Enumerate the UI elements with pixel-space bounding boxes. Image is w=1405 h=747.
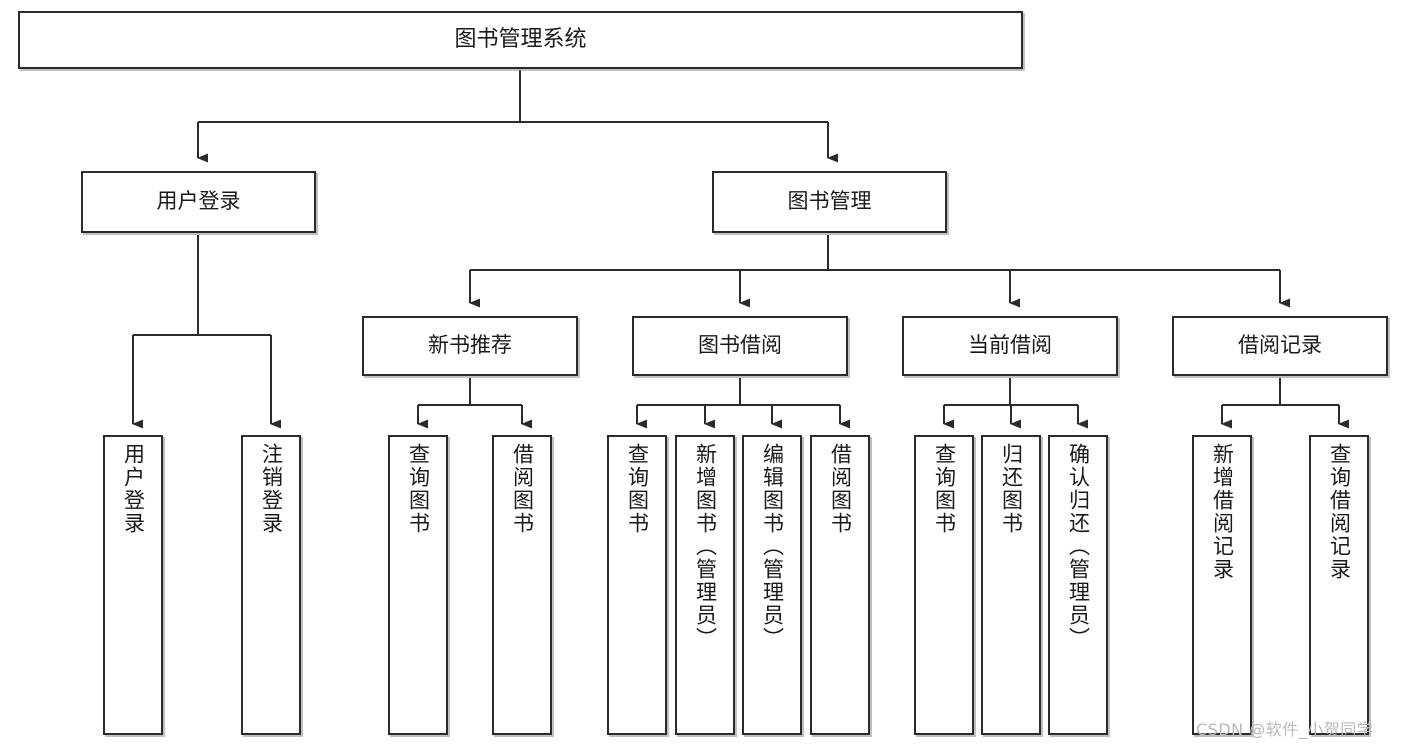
node-label: 图书借阅 [698,333,782,358]
node-user-login[interactable]: 用户登录 [81,171,316,233]
node-borrow-record[interactable]: 借阅记录 [1172,316,1388,376]
node-leaf-new-book-borrow[interactable]: 借阅图书 [492,435,552,735]
node-label: 用户登录 [121,443,146,535]
node-label: 新增借阅记录 [1210,443,1235,581]
node-new-book-recommend[interactable]: 新书推荐 [362,316,578,376]
node-label: 查询图书 [625,443,650,535]
node-leaf-current-borrow-confirm-return[interactable]: 确认归还（管理员） [1048,435,1108,735]
node-label: 借阅图书 [828,443,853,535]
node-book-management[interactable]: 图书管理 [712,171,947,233]
node-leaf-borrow-record-query[interactable]: 查询借阅记录 [1309,435,1369,735]
node-label: 查询图书 [932,443,957,535]
node-leaf-book-borrow-edit[interactable]: 编辑图书（管理员） [742,435,802,735]
node-label: 查询借阅记录 [1327,443,1352,581]
node-root-book-management-system[interactable]: 图书管理系统 [18,11,1023,69]
node-leaf-current-borrow-return[interactable]: 归还图书 [981,435,1041,735]
csdn-watermark: CSDN @软件_小贺同学 [1196,716,1373,740]
node-label: 图书管理 [787,189,872,214]
node-label: 图书管理系统 [454,26,587,52]
node-label: 确认归还（管理员） [1066,443,1091,650]
node-leaf-book-borrow-add[interactable]: 新增图书（管理员） [675,435,735,735]
node-label: 查询图书 [406,443,431,535]
node-label: 用户登录 [156,189,241,214]
node-current-borrow[interactable]: 当前借阅 [902,316,1118,376]
node-leaf-user-login-login[interactable]: 用户登录 [103,435,163,735]
node-leaf-borrow-record-add[interactable]: 新增借阅记录 [1192,435,1252,735]
node-leaf-user-login-logout[interactable]: 注销登录 [241,435,301,735]
node-label: 新书推荐 [428,333,512,358]
node-label: 借阅图书 [510,443,535,535]
node-label: 编辑图书（管理员） [760,443,785,650]
node-label: 借阅记录 [1238,333,1322,358]
node-leaf-book-borrow-borrow[interactable]: 借阅图书 [810,435,870,735]
watermark-text: CSDN @软件_小贺同学 [1196,720,1374,739]
node-leaf-current-borrow-query[interactable]: 查询图书 [914,435,974,735]
node-label: 新增图书（管理员） [693,443,718,650]
node-label: 注销登录 [259,443,284,535]
node-leaf-new-book-query[interactable]: 查询图书 [388,435,448,735]
node-label: 当前借阅 [968,333,1052,358]
node-leaf-book-borrow-query[interactable]: 查询图书 [607,435,667,735]
node-label: 归还图书 [999,443,1024,535]
node-book-borrow[interactable]: 图书借阅 [632,316,848,376]
